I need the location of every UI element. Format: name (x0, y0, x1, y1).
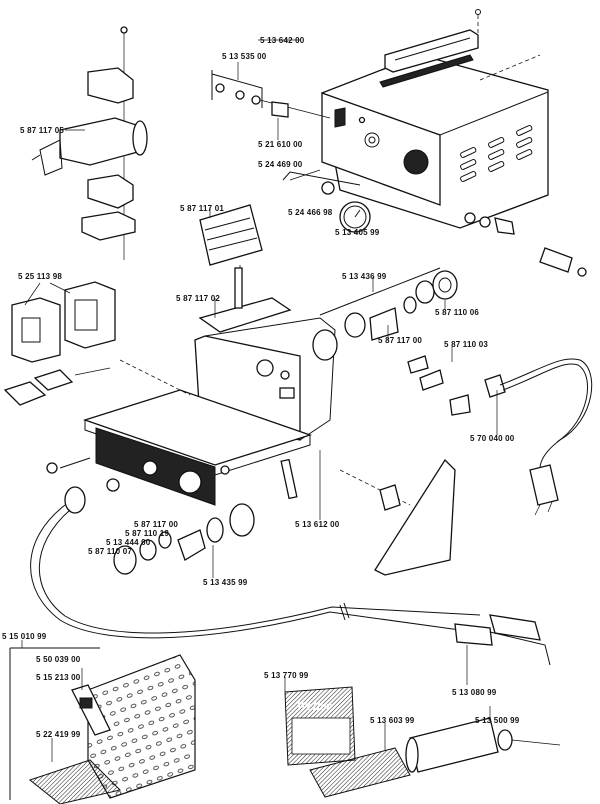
front-filter-parts (46, 457, 255, 575)
part-label: 5 13 612 00 (295, 520, 340, 529)
part-label: 5 13 080 99 (452, 688, 497, 697)
brand-logo: Weller (296, 698, 332, 713)
part-label: 5 13 435 99 (203, 578, 248, 587)
part-label: 5 15 213 00 (36, 673, 81, 682)
part-label: 5 13 444 00 (106, 538, 151, 547)
part-label: 5 22 419 99 (36, 730, 81, 739)
part-label: 5 87 117 02 (176, 294, 221, 303)
leader-lines (21, 39, 498, 762)
part-label: 5 87 110 19 (125, 529, 170, 538)
part-label: 5 13 642 00 (260, 36, 305, 45)
transformer-parts (3, 281, 191, 406)
housing-vent-slots (460, 124, 533, 182)
filter-assembly-parts (312, 267, 506, 416)
part-label: 5 87 110 03 (444, 340, 489, 349)
part-label: 5 87 110 07 (88, 547, 133, 556)
part-label: 5 25 113 98 (18, 272, 63, 281)
part-label: 5 87 117 00 (378, 336, 423, 345)
part-label: 5 21 610 00 (258, 140, 303, 149)
part-label: 5 13 535 00 (222, 52, 267, 61)
iron-cables (30, 504, 551, 666)
knob-nut-set-parts (211, 70, 371, 233)
bracket (280, 458, 456, 576)
part-label: 5 13 603 99 (370, 716, 415, 725)
vacuum-pump-assembly (31, 26, 148, 260)
mains-cord-drawing (499, 358, 593, 516)
part-label: 5 13 500 99 (475, 716, 520, 725)
chassis-assembly (82, 204, 336, 506)
part-label: 5 87 117 05 (20, 126, 65, 135)
part-label: 5 24 466 98 (288, 208, 333, 217)
part-label: 5 15 010 99 (2, 632, 47, 641)
part-label: 5 70 040 00 (470, 434, 515, 443)
station-housing (321, 9, 587, 277)
part-label: 5 13 436 99 (342, 272, 387, 281)
part-label: 5 13 405 99 (335, 228, 380, 237)
accessory-parts (284, 686, 561, 798)
holder-stand (9, 647, 196, 804)
part-label: 5 50 039 00 (36, 655, 81, 664)
part-label: 5 13 770 99 (264, 671, 309, 680)
part-label: 5 87 117 00 (134, 520, 179, 529)
part-label: 5 87 117 01 (180, 204, 225, 213)
part-label: 5 87 110 06 (435, 308, 480, 317)
part-label: 5 24 469 00 (258, 160, 303, 169)
